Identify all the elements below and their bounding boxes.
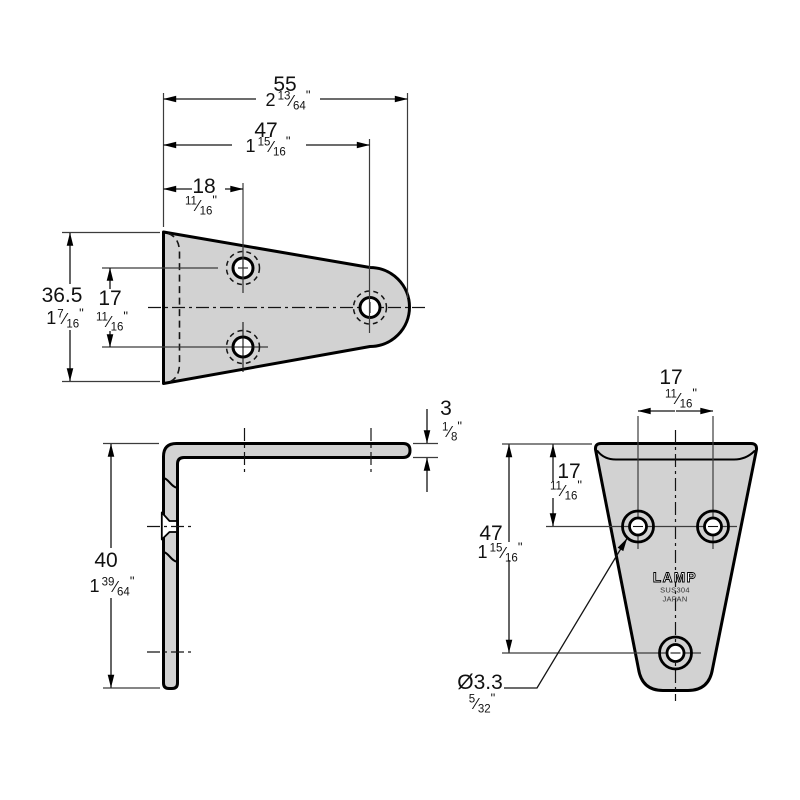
dim-dia-mm: Ø3.3 xyxy=(457,671,503,694)
side-view-outline xyxy=(162,442,412,690)
dim-47-front-mm: 47 xyxy=(479,522,502,545)
dim-36-5-mm: 36.5 xyxy=(42,284,83,307)
countersink-section xyxy=(160,511,178,541)
hole-diameter-callout: Ø3.3 5⁄32" xyxy=(457,538,628,716)
hole-front-bottom xyxy=(658,635,693,671)
dim-17-front-top: 17 11⁄16" xyxy=(549,444,582,527)
dim-17-front-spacing-inch: 11⁄16" xyxy=(665,386,697,411)
brand-logo-text: LAMP xyxy=(653,570,697,585)
brand-stamp: LAMP SUS304 JAPAN xyxy=(652,570,697,604)
dim-18: 18 11⁄16" xyxy=(163,175,244,293)
break-line-upper xyxy=(162,477,179,489)
brand-country-text: JAPAN xyxy=(662,595,687,604)
dim-40-mm: 40 xyxy=(94,549,117,572)
dim-dia-inch: 5⁄32" xyxy=(469,691,496,716)
dim-17-top-mm: 17 xyxy=(98,287,121,310)
dim-17-top-inch: 11⁄16" xyxy=(96,309,128,334)
dim-17-front-top-mm: 17 xyxy=(557,460,580,483)
dim-17-top-view: 17 11⁄16" xyxy=(96,267,218,348)
dim-17-front-spacing-mm: 17 xyxy=(659,366,682,389)
hole-top-lower xyxy=(218,322,268,372)
dim-36-5: 36.5 17⁄16" xyxy=(42,231,160,383)
dim-55-mm: 55 xyxy=(273,73,296,96)
dim-3-inch: 1⁄8" xyxy=(442,419,462,444)
brand-material-text: SUS304 xyxy=(660,586,690,595)
hole-front-left xyxy=(621,509,655,544)
hole-front-right xyxy=(696,509,730,544)
dim-18-inch: 11⁄16" xyxy=(185,193,217,218)
bend-line-dashed xyxy=(167,232,181,384)
dim-47-mm: 47 xyxy=(254,119,277,142)
dim-17-front-top-inch: 11⁄16" xyxy=(550,478,582,503)
dim-17-front-spacing: 17 11⁄16" xyxy=(637,366,714,415)
break-line-lower xyxy=(162,551,179,563)
dim-3-mm: 3 xyxy=(440,397,452,420)
dim-3: 3 1⁄8" xyxy=(413,397,462,492)
dim-36-5-inch: 17⁄16" xyxy=(46,306,84,331)
dim-18-mm: 18 xyxy=(192,175,215,198)
